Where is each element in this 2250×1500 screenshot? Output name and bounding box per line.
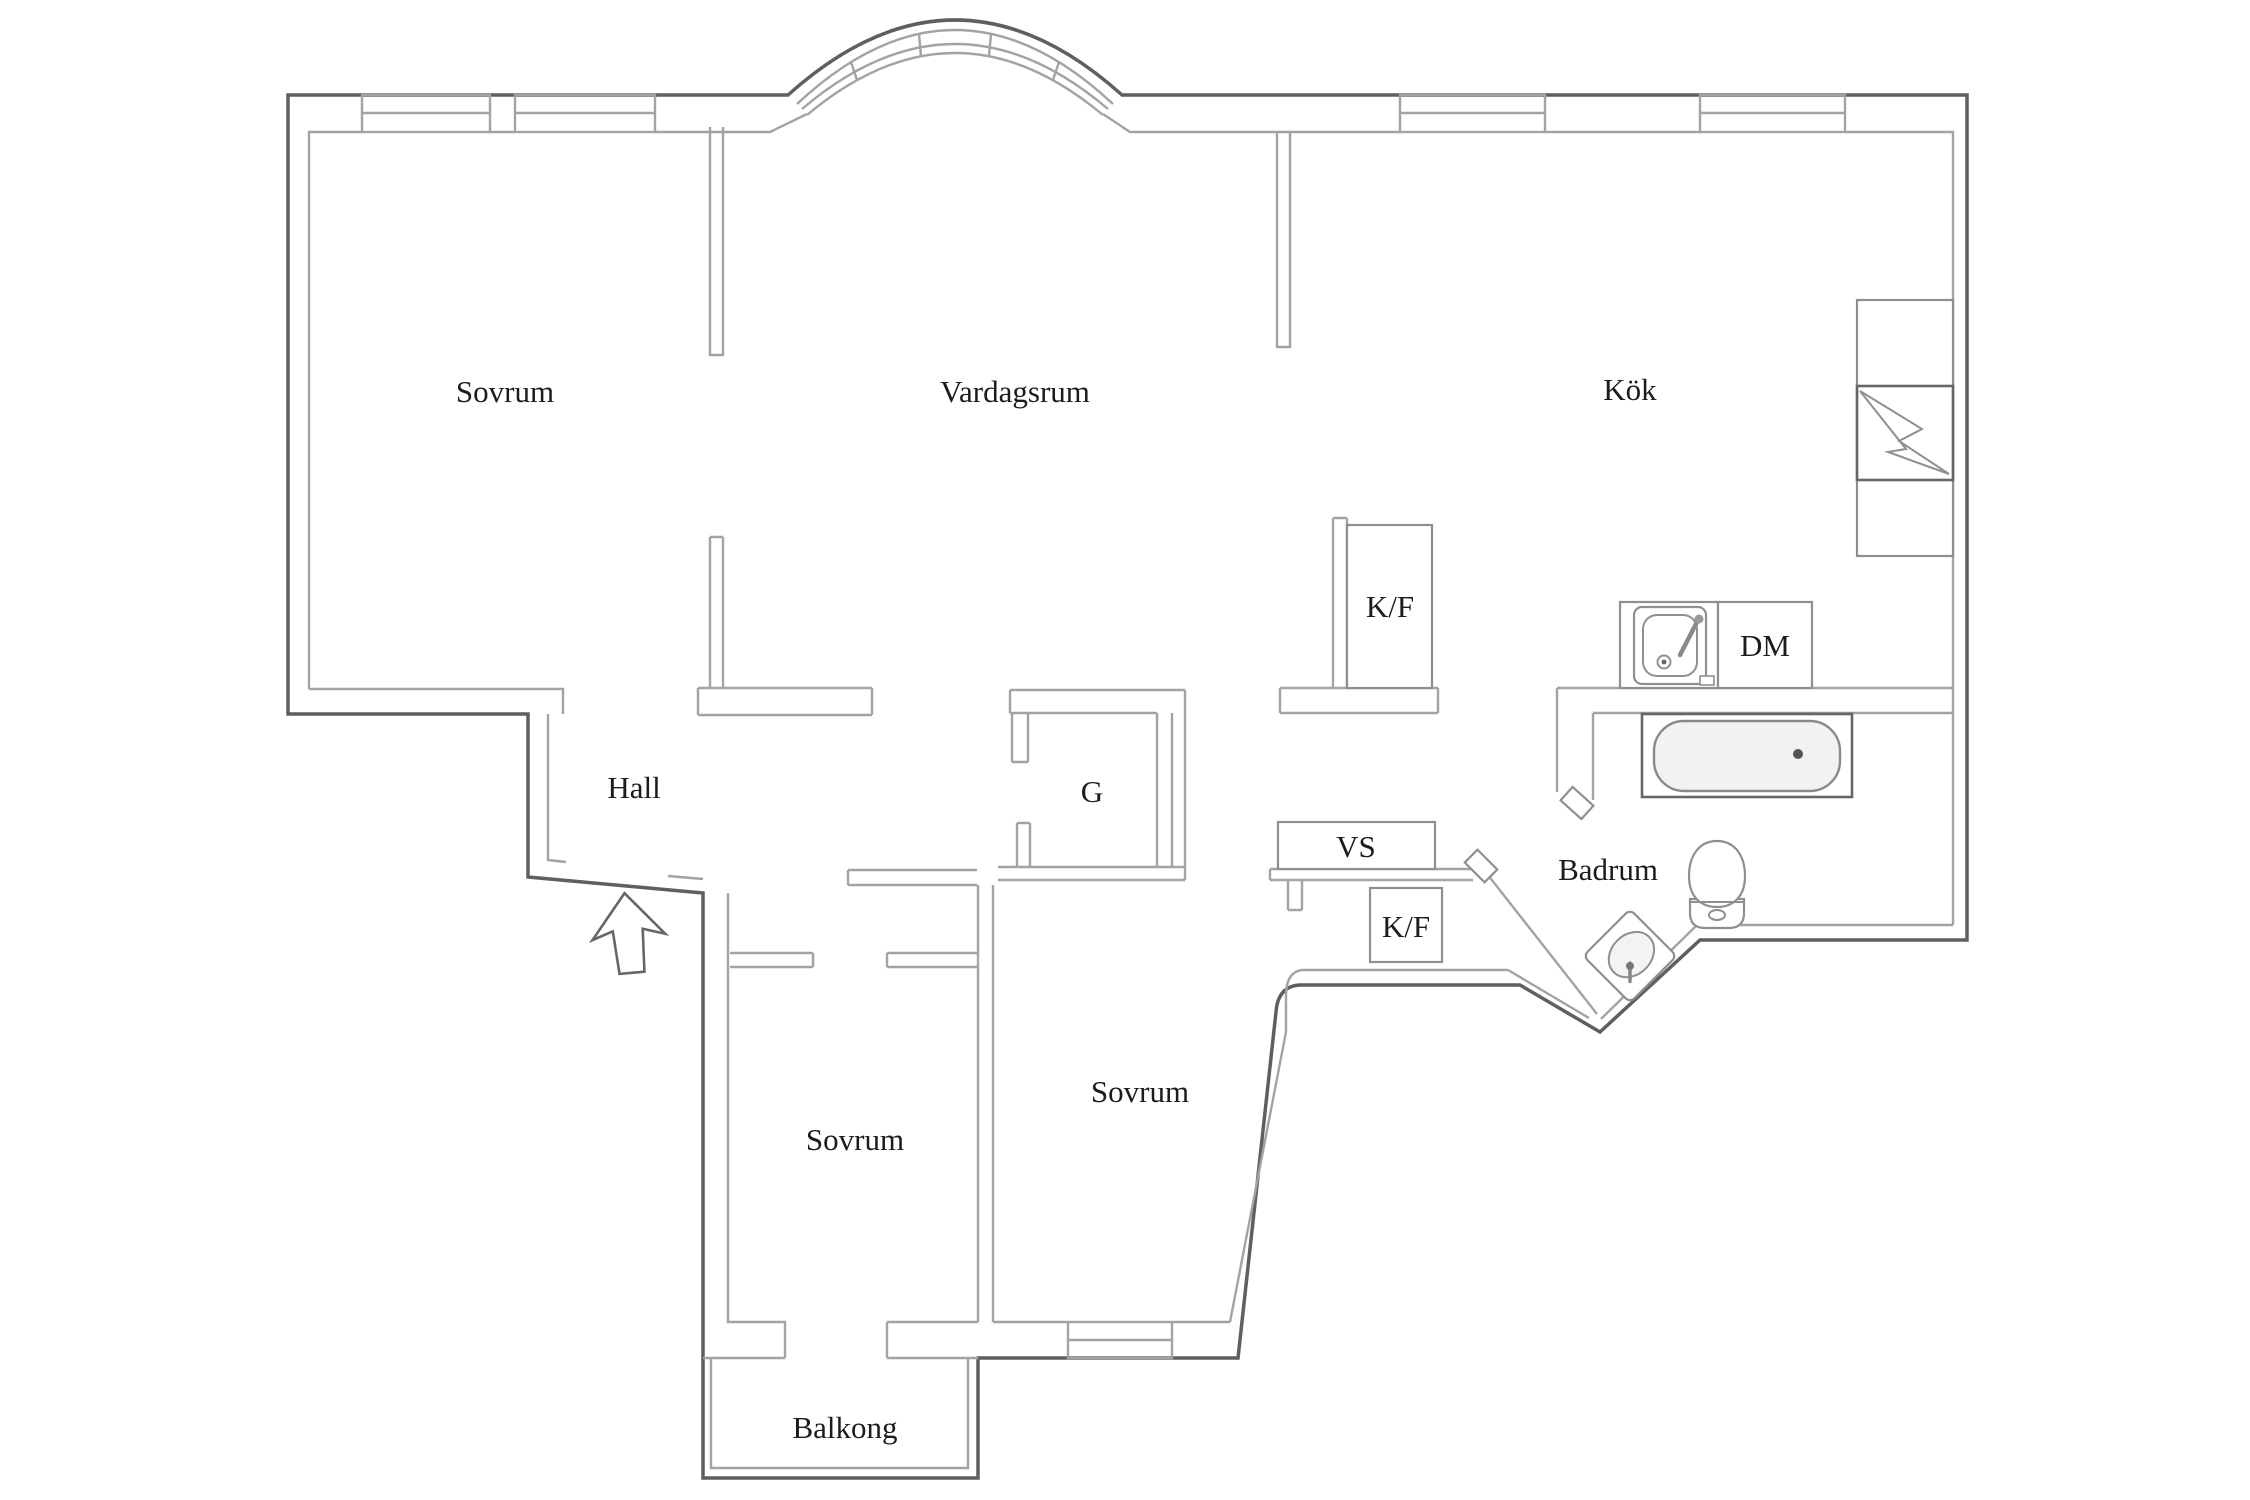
vs-cabinet-box bbox=[1276, 820, 1437, 871]
label-hall: Hall bbox=[607, 770, 660, 805]
bathtub-icon bbox=[1640, 712, 1854, 799]
label-bedroom-top-left: Sovrum bbox=[456, 374, 554, 409]
outer-walls bbox=[286, 18, 1969, 1480]
label-fridge-freezer: K/F bbox=[1366, 589, 1414, 624]
fridge-freezer-box bbox=[1345, 523, 1434, 690]
entrance-arrow-icon bbox=[588, 891, 670, 976]
label-dishwasher: DM bbox=[1740, 628, 1790, 663]
window-top-left-2 bbox=[513, 93, 657, 134]
label-small-fridge: K/F bbox=[1382, 909, 1430, 944]
label-bedroom-bottom-mid: Sovrum bbox=[1091, 1074, 1189, 1109]
window-top-right-1 bbox=[1398, 93, 1547, 134]
toilet-icon bbox=[1687, 839, 1747, 930]
sink-icon bbox=[1632, 605, 1715, 686]
label-living-room: Vardagsrum bbox=[940, 374, 1090, 409]
label-closet: G bbox=[1081, 774, 1103, 809]
bay-window bbox=[796, 28, 1114, 116]
label-vs-cabinet: VS bbox=[1336, 829, 1376, 864]
dishwasher-box bbox=[1716, 600, 1814, 690]
label-kitchen: Kök bbox=[1603, 372, 1657, 407]
bathroom-door-post-2 bbox=[1559, 785, 1595, 821]
kitchen-fixtures bbox=[1345, 298, 1955, 690]
washbasin-icon bbox=[1584, 910, 1676, 1002]
windows bbox=[360, 93, 1847, 1360]
stove bbox=[1855, 384, 1955, 482]
small-fridge-freezer-box bbox=[1368, 886, 1444, 964]
bathroom-door-post-1 bbox=[1463, 848, 1499, 884]
label-bedroom-bottom-left: Sovrum bbox=[806, 1122, 904, 1157]
label-bathroom: Badrum bbox=[1558, 852, 1658, 887]
labels: Sovrum Vardagsrum Kök Hall G K/F VS K/F … bbox=[456, 372, 1790, 1445]
kitchen-counter bbox=[1855, 298, 1955, 558]
label-balcony: Balkong bbox=[792, 1410, 897, 1445]
hall-cabinets bbox=[1276, 820, 1444, 964]
lightning-bolt-icon bbox=[1859, 390, 1950, 475]
window-top-left-1 bbox=[360, 93, 492, 134]
bathroom-fixtures bbox=[1463, 712, 1854, 1002]
window-top-right-2 bbox=[1698, 93, 1847, 134]
window-bottom-bedroom bbox=[1066, 1320, 1174, 1360]
bay-window-mullions bbox=[849, 33, 1061, 81]
